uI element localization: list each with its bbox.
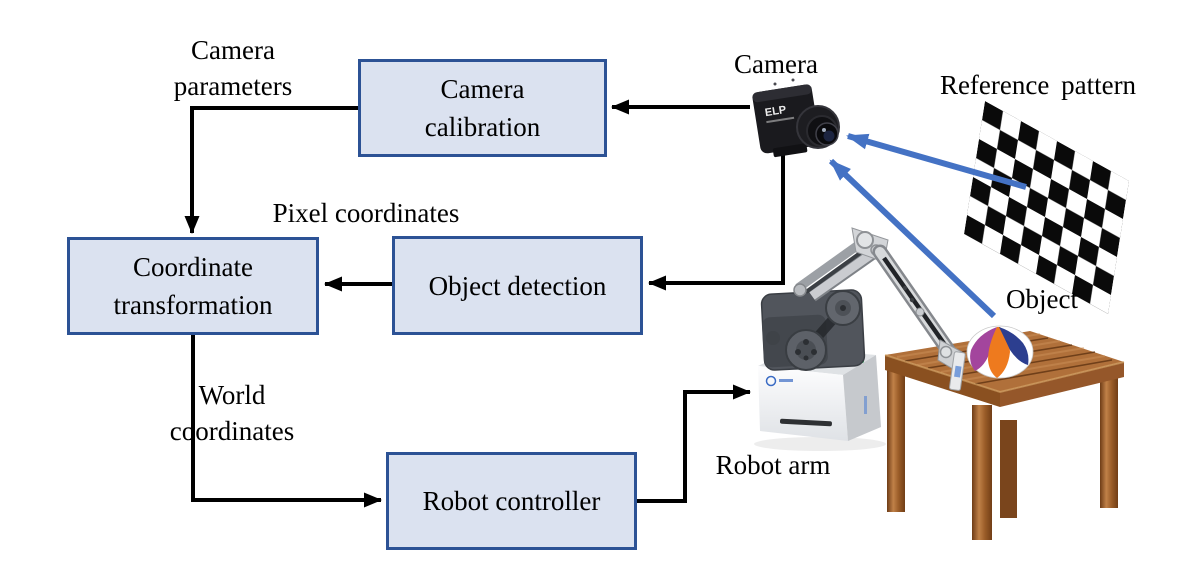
node-object-detection: Object detection [392,236,643,335]
edge-label-world-coordinates: World coordinates [169,380,295,446]
node-label-line: Coordinate [133,252,253,282]
node-camera-calibration: Camera calibration [358,59,607,157]
edge-label-pixel-coordinates: Pixel coordinates [272,198,460,228]
node-label-line: Camera [440,74,525,104]
node-label-line: Object detection [428,270,607,301]
camera-brand-text: ELP [764,104,787,119]
node-label-line: calibration [424,112,541,142]
arrow-calibration-to-transformation [184,106,358,234]
pointer-arrows [828,133,1027,319]
node-label-line: Robot controller [422,486,601,516]
arrow-pattern-to-camera [846,133,1027,190]
flow-arrows [184,99,785,508]
ball-image [966,325,1034,379]
annotation-reference-pattern: Reference pattern [939,70,1137,100]
checkerboard-pattern [964,101,1129,314]
node-label-line: transformation [113,290,273,320]
edge-label-camera-parameters: Camera parameters [173,35,293,101]
annotation-camera: Camera [734,49,818,79]
arrow-controller-to-robot [637,384,751,503]
robot-arm-image [754,227,966,451]
arrow-camera-to-detection [648,154,785,291]
node-coordinate-transformation: Coordinate transformation [67,237,319,335]
arrow-transformation-to-controller [191,335,382,508]
annotation-object: Object [1006,284,1078,314]
annotation-robot-arm: Robot arm [715,450,831,480]
camera-image: ELP [752,78,840,158]
arrow-object-to-camera [828,158,997,319]
node-robot-controller: Robot controller [386,452,637,550]
